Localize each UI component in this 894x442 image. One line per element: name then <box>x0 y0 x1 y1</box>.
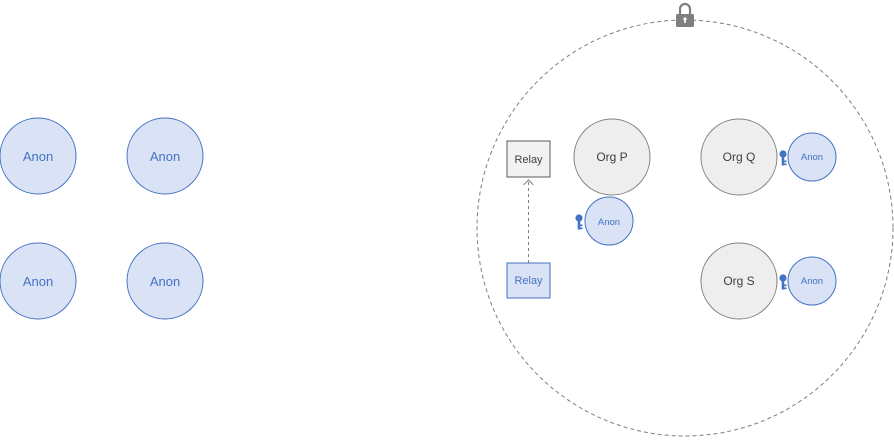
outside-anon-node[interactable]: Anon <box>0 117 77 195</box>
outside-anon-node[interactable]: Anon <box>126 242 204 320</box>
key-icon <box>575 214 583 230</box>
org-q-anon-node[interactable]: Anon <box>787 132 837 182</box>
org-q-label: Org Q <box>723 150 756 164</box>
org-p-anon-label: Anon <box>598 217 620 228</box>
enclave-boundary <box>476 19 894 437</box>
key-icon <box>779 274 787 290</box>
outside-anon-label: Anon <box>23 149 53 164</box>
outside-anon-group: Anon Anon Anon Anon <box>0 117 204 320</box>
org-q-node[interactable]: Org Q <box>700 118 778 196</box>
org-s-anon-label: Anon <box>801 276 823 287</box>
outside-anon-label: Anon <box>150 274 180 289</box>
org-s-label: Org S <box>723 274 754 288</box>
org-p-node[interactable]: Org P <box>573 118 651 196</box>
relay-top-label: Relay <box>514 154 543 166</box>
org-q-anon-label: Anon <box>801 152 823 163</box>
outside-anon-node[interactable]: Anon <box>126 117 204 195</box>
org-p-label: Org P <box>596 150 627 164</box>
padlock-icon <box>676 2 694 27</box>
org-s-node[interactable]: Org S <box>700 242 778 320</box>
relay-top[interactable]: Relay <box>506 140 551 178</box>
org-s-anon-node[interactable]: Anon <box>787 256 837 306</box>
org-p-anon-node[interactable]: Anon <box>584 196 634 246</box>
relay-bottom-label: Relay <box>514 275 543 287</box>
relay-bottom[interactable]: Relay <box>506 262 551 299</box>
outside-anon-label: Anon <box>23 274 53 289</box>
outside-anon-label: Anon <box>150 149 180 164</box>
key-icon <box>779 150 787 166</box>
outside-anon-node[interactable]: Anon <box>0 242 77 320</box>
